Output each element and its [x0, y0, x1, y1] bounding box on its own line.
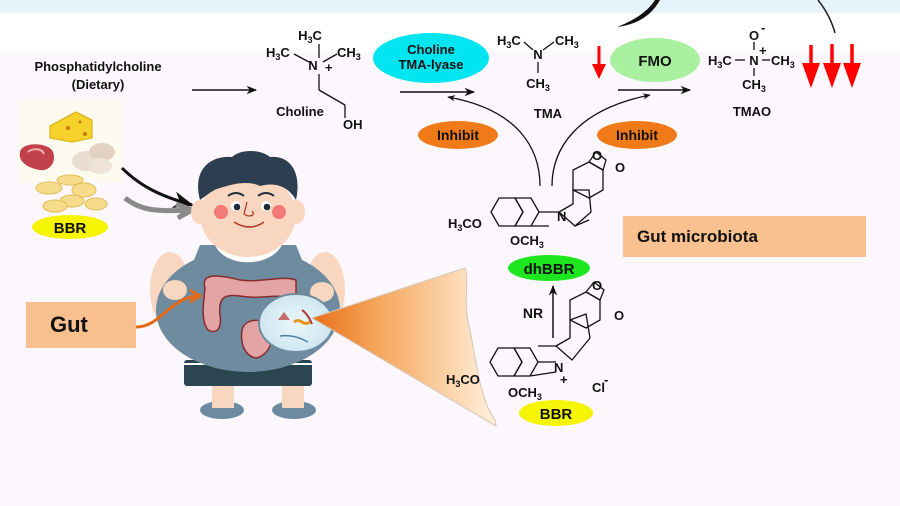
decrease-arrow-icon — [802, 45, 820, 88]
person-illustration — [150, 150, 345, 419]
bbr-badge — [32, 215, 108, 239]
inhibit-badge — [418, 121, 498, 149]
enzyme-label-line2: TMA-lyase — [398, 57, 463, 72]
dhbbr-n: N — [557, 209, 566, 224]
decrease-arrow-icon — [592, 46, 606, 79]
hair — [198, 150, 298, 200]
svg-text:H3C: H3C — [708, 53, 732, 70]
inhibit-label: Inhibit — [437, 127, 479, 143]
svg-text:CH3: CH3 — [771, 53, 795, 70]
bacteria-icon — [293, 319, 311, 325]
colon-icon — [202, 275, 297, 333]
dhbbr-o: O — [615, 160, 625, 175]
bbr-label: BBR — [540, 406, 573, 423]
food-image — [18, 100, 122, 182]
bbr-badge — [519, 400, 593, 426]
tma-label: TMA — [534, 106, 563, 121]
diet-arrow — [120, 166, 195, 208]
svg-text:+: + — [325, 60, 333, 75]
svg-text:O: O — [749, 28, 759, 43]
inhibit-badge — [597, 121, 677, 149]
dietary-label: (Dietary) — [72, 77, 125, 92]
gut-label-box: Gut — [26, 302, 136, 348]
inhibit-curve-left — [447, 95, 541, 187]
decrease-arrow-icon — [843, 44, 861, 88]
cheese-icon — [49, 111, 93, 143]
tmao-label: TMAO — [733, 104, 771, 119]
egg-icon — [88, 158, 112, 174]
bbr-methoxy-1: H3CO — [446, 372, 480, 389]
svg-text:H3C: H3C — [298, 28, 322, 45]
bbr-badge-label: BBR — [54, 220, 87, 237]
decorative-curve — [817, 0, 836, 34]
svg-text:CH3: CH3 — [526, 76, 550, 93]
bbr-charge: + — [560, 372, 568, 387]
choline-tma-lyase-badge — [373, 33, 489, 83]
inhibit-label: Inhibit — [616, 127, 658, 143]
dhbbr-o: O — [592, 148, 602, 163]
svg-text:CH3: CH3 — [742, 77, 766, 94]
choline-label: Choline — [276, 104, 324, 119]
svg-text:+: + — [759, 43, 767, 58]
svg-text:N: N — [308, 58, 317, 73]
svg-text:CH3: CH3 — [337, 45, 361, 62]
inhibit-curve-right — [551, 93, 651, 187]
chloride-charge: - — [604, 372, 608, 387]
bbr-methoxy-2: OCH3 — [508, 385, 542, 402]
dhbbr-badge — [508, 255, 590, 281]
chloride-ion: Cl — [592, 380, 605, 395]
svg-text:-: - — [761, 20, 765, 35]
bacteria-icon — [301, 309, 313, 325]
svg-text:H3C: H3C — [266, 45, 290, 62]
bbr-o: O — [592, 278, 602, 293]
gut-microbiota-box: Gut microbiota — [623, 216, 866, 257]
bacteria-icon — [278, 312, 290, 320]
gut-label: Gut — [50, 312, 88, 337]
svg-text:N: N — [533, 47, 542, 62]
decrease-arrow-icon — [823, 44, 841, 88]
choline-molecule: H3C H3C CH3 N + OH Choline — [266, 28, 363, 132]
svg-text:N: N — [749, 53, 758, 68]
dhbbr-methoxy-1: H3CO — [448, 216, 482, 233]
svg-text:OH: OH — [343, 117, 363, 132]
fmo-badge — [610, 38, 700, 82]
dhbbr-label: dhBBR — [524, 261, 575, 278]
bbr-molecule — [489, 281, 605, 377]
bacteria-icon — [279, 334, 309, 343]
nr-label: NR — [523, 305, 543, 321]
egg-icon — [89, 143, 115, 161]
header-band — [0, 0, 900, 13]
gut-arrow — [135, 294, 197, 329]
bbr-n: N — [554, 360, 563, 375]
tma-molecule: H3C CH3 N CH3 TMA — [497, 33, 579, 121]
zoom-cone — [310, 267, 497, 427]
svg-text:CH3: CH3 — [555, 33, 579, 50]
tmao-molecule: O - H3C N + CH3 CH3 TMAO — [708, 20, 795, 119]
bbr-tablets-icon — [35, 174, 108, 213]
dhbbr-methoxy-2: OCH3 — [510, 233, 544, 250]
decorative-curve — [617, 0, 660, 27]
fmo-label: FMO — [638, 53, 672, 70]
enzyme-label-line1: Choline — [407, 42, 455, 57]
phosphatidylcholine-label: Phosphatidylcholine — [34, 59, 161, 74]
bbr-o: O — [614, 308, 624, 323]
bbr-arrow — [123, 196, 200, 221]
gut-microbiota-label: Gut microbiota — [637, 226, 758, 246]
svg-text:H3C: H3C — [497, 33, 521, 50]
dhbbr-molecule — [490, 151, 607, 227]
